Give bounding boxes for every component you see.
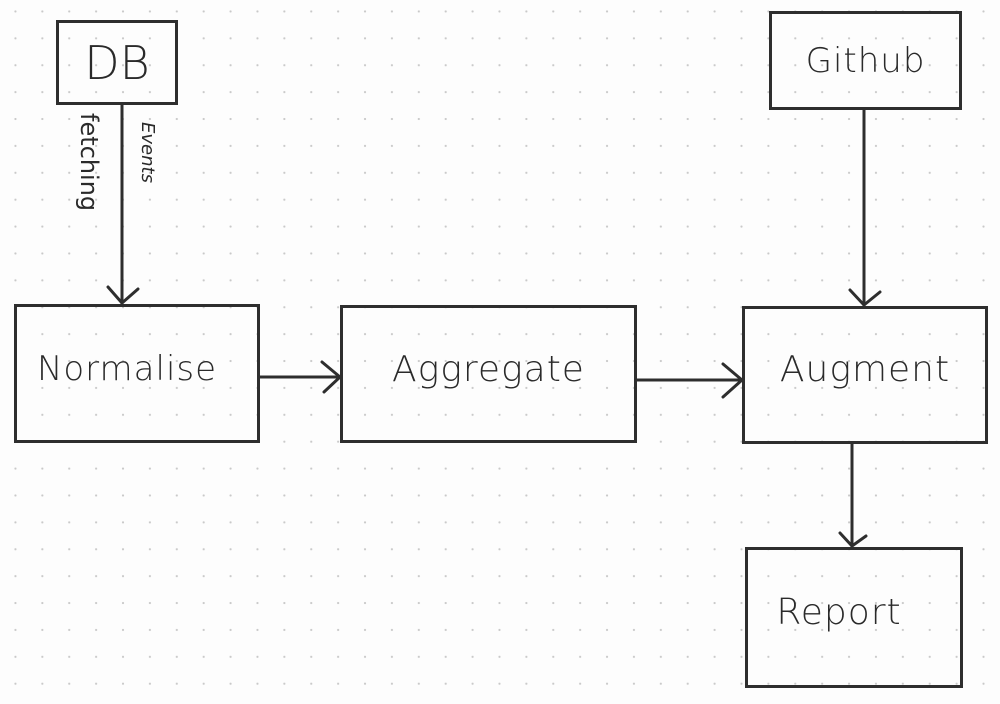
node-db: DB — [56, 20, 178, 105]
node-augment: Augment — [742, 306, 988, 444]
edge-db-to-normalise — [106, 103, 140, 305]
node-aggregate: Aggregate — [340, 305, 637, 443]
edge-augment-to-report — [838, 442, 868, 548]
arrowhead-icon — [848, 288, 882, 307]
node-label: Augment — [779, 348, 951, 390]
edge-label-events: Events — [137, 122, 158, 183]
arrowhead-icon — [106, 285, 140, 305]
edge-normalise-to-aggregate — [258, 360, 342, 394]
edge-github-to-augment — [848, 108, 882, 307]
arrowhead-icon — [838, 531, 868, 548]
edge-label-fetching: fetching — [75, 113, 103, 212]
node-label: Github — [805, 40, 926, 81]
node-label: Aggregate — [392, 348, 585, 390]
node-normalise: Normalise — [14, 304, 260, 443]
node-report: Report — [745, 547, 963, 688]
edge-aggregate-to-augment — [635, 362, 744, 399]
node-label: Report — [776, 592, 902, 633]
node-label: DB — [84, 35, 150, 90]
node-label: Normalise — [36, 348, 218, 389]
node-github: Github — [769, 11, 962, 110]
